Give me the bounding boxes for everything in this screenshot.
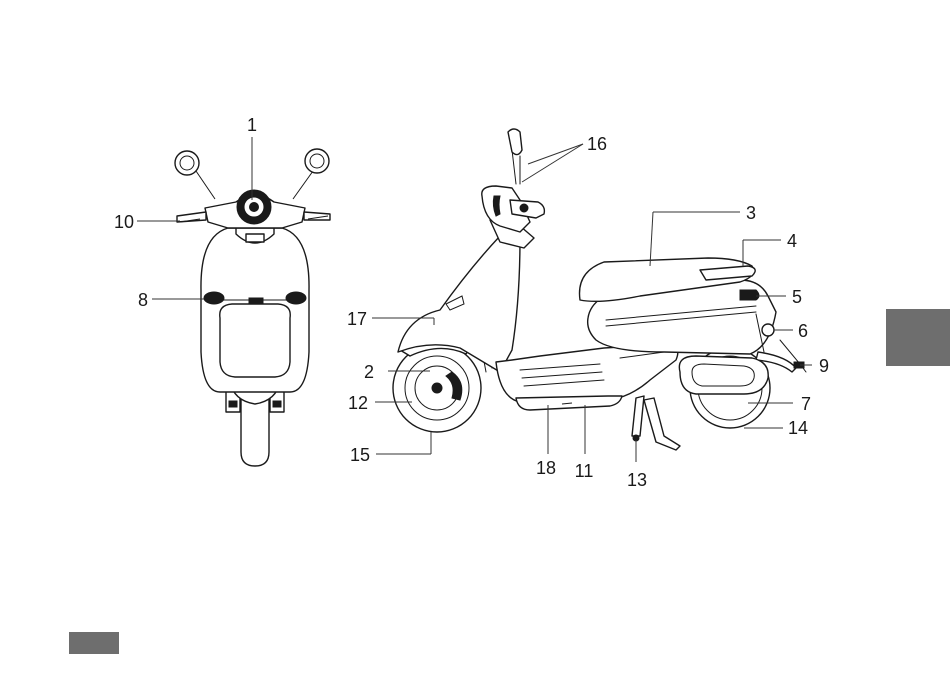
callout-2: 2 xyxy=(364,362,374,382)
callout-3: 3 xyxy=(746,203,756,223)
front-emblem xyxy=(246,234,264,242)
callout-13: 13 xyxy=(627,470,647,490)
right-mirror xyxy=(305,149,329,173)
callout-10: 10 xyxy=(114,212,134,232)
left-mirror-stem xyxy=(196,171,215,199)
front-view-tire xyxy=(241,395,269,466)
callout-4: 4 xyxy=(787,231,797,251)
front-view-lower-panel xyxy=(220,304,291,377)
side-mirror xyxy=(508,129,522,155)
callout-5: 5 xyxy=(792,287,802,307)
callout-18: 18 xyxy=(536,458,556,478)
mirror-stem-lower xyxy=(512,150,516,184)
right-mirror-stem xyxy=(293,171,313,199)
callout-14: 14 xyxy=(788,418,808,438)
left-mirror xyxy=(175,151,199,175)
center-stand xyxy=(644,398,680,450)
leader-3b xyxy=(650,212,653,266)
callout-17: 17 xyxy=(347,309,367,329)
throttle-switch xyxy=(520,204,528,212)
side-view xyxy=(393,129,806,450)
left-front-turn-signal xyxy=(204,292,224,304)
right-front-turn-signal xyxy=(286,292,306,304)
front-hub xyxy=(432,383,442,393)
side-stand xyxy=(632,396,644,436)
rear-turn-signal xyxy=(762,324,774,336)
callout-16: 16 xyxy=(587,134,607,154)
callout-7: 7 xyxy=(801,394,811,414)
right-reflector-mark xyxy=(273,401,281,407)
section-tab-marker xyxy=(886,309,950,366)
tail-light xyxy=(740,290,759,300)
callout-8: 8 xyxy=(138,290,148,310)
headlight-bulb xyxy=(249,202,259,212)
callout-15: 15 xyxy=(350,445,370,465)
page-footer-marker xyxy=(69,632,119,654)
front-signal-center xyxy=(249,298,263,303)
callout-11: 11 xyxy=(575,461,594,481)
callout-12: 12 xyxy=(348,393,368,413)
left-reflector-mark xyxy=(229,401,237,407)
callout-9: 9 xyxy=(819,356,829,376)
callout-6: 6 xyxy=(798,321,808,341)
callout-1: 1 xyxy=(247,115,257,135)
